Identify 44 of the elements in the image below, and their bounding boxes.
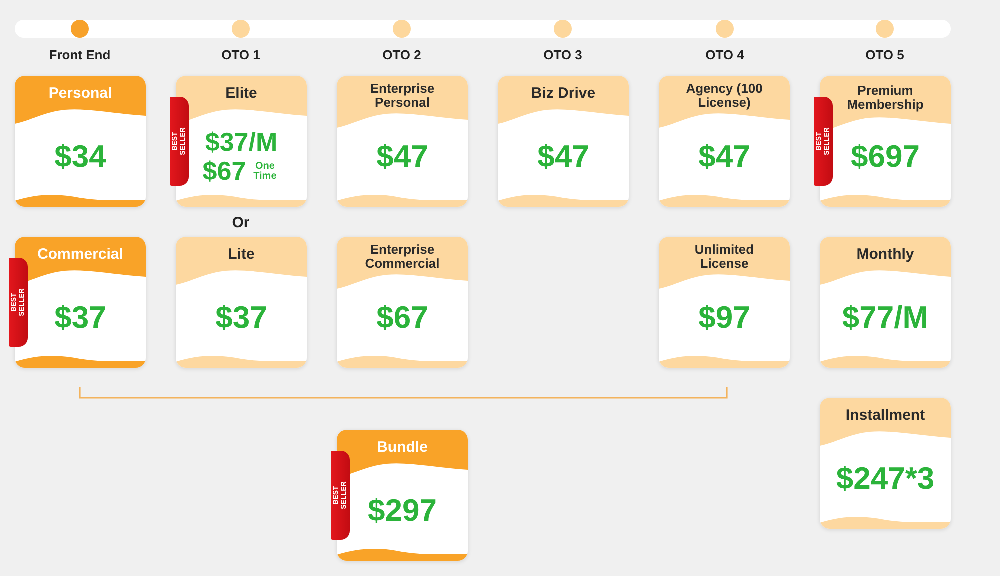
plan-name: Enterprise Commercial [364, 242, 441, 272]
price-card [176, 237, 307, 368]
price-card [659, 237, 790, 368]
step-label: OTO 4 [706, 48, 744, 62]
price-text: $67 [376, 300, 428, 336]
plan-name: Enterprise Personal [369, 82, 436, 110]
price-card [820, 398, 951, 529]
price-note: One Time [252, 162, 278, 182]
price-text: $37 [216, 300, 268, 336]
price-text: $47 [698, 140, 750, 174]
price-card [659, 76, 790, 207]
step-label: OTO 1 [222, 48, 260, 62]
price-text: $37/M [205, 128, 278, 157]
price-text: $37 [54, 300, 106, 336]
plan-name: Biz Drive [531, 86, 596, 102]
plan-name: Unlimited License [694, 242, 756, 272]
plan-name: Monthly [856, 246, 914, 264]
price-text: $247*3 [836, 462, 935, 496]
price-card [337, 76, 468, 207]
plan-name: Premium Membership [846, 84, 925, 112]
price-text: $697 [851, 140, 920, 174]
price-text: $67 [202, 157, 246, 186]
price-text: $47 [538, 140, 590, 174]
separator-label: Or [232, 214, 250, 232]
price-text: $34 [54, 140, 106, 174]
plan-name: Personal [48, 86, 112, 102]
step-label: OTO 5 [866, 48, 904, 62]
price-text: $77/M [842, 300, 929, 336]
price-text: $47 [376, 140, 428, 174]
price-card [820, 237, 951, 368]
step-label: OTO 2 [382, 48, 422, 62]
plan-name: Agency (100 License) [685, 82, 764, 110]
plan-name: Bundle [377, 440, 428, 456]
plan-name: Lite [228, 246, 255, 264]
price-text: $97 [698, 300, 750, 336]
price-card [498, 76, 629, 207]
step-label: Front End [49, 48, 111, 62]
plan-name: Commercial [38, 246, 124, 264]
step-label: OTO 3 [544, 48, 582, 62]
price-card [15, 76, 146, 207]
price-text: $297 [368, 494, 437, 528]
plan-name: Installment [846, 408, 926, 424]
price-card [337, 237, 468, 368]
plan-name: Elite [226, 86, 258, 102]
